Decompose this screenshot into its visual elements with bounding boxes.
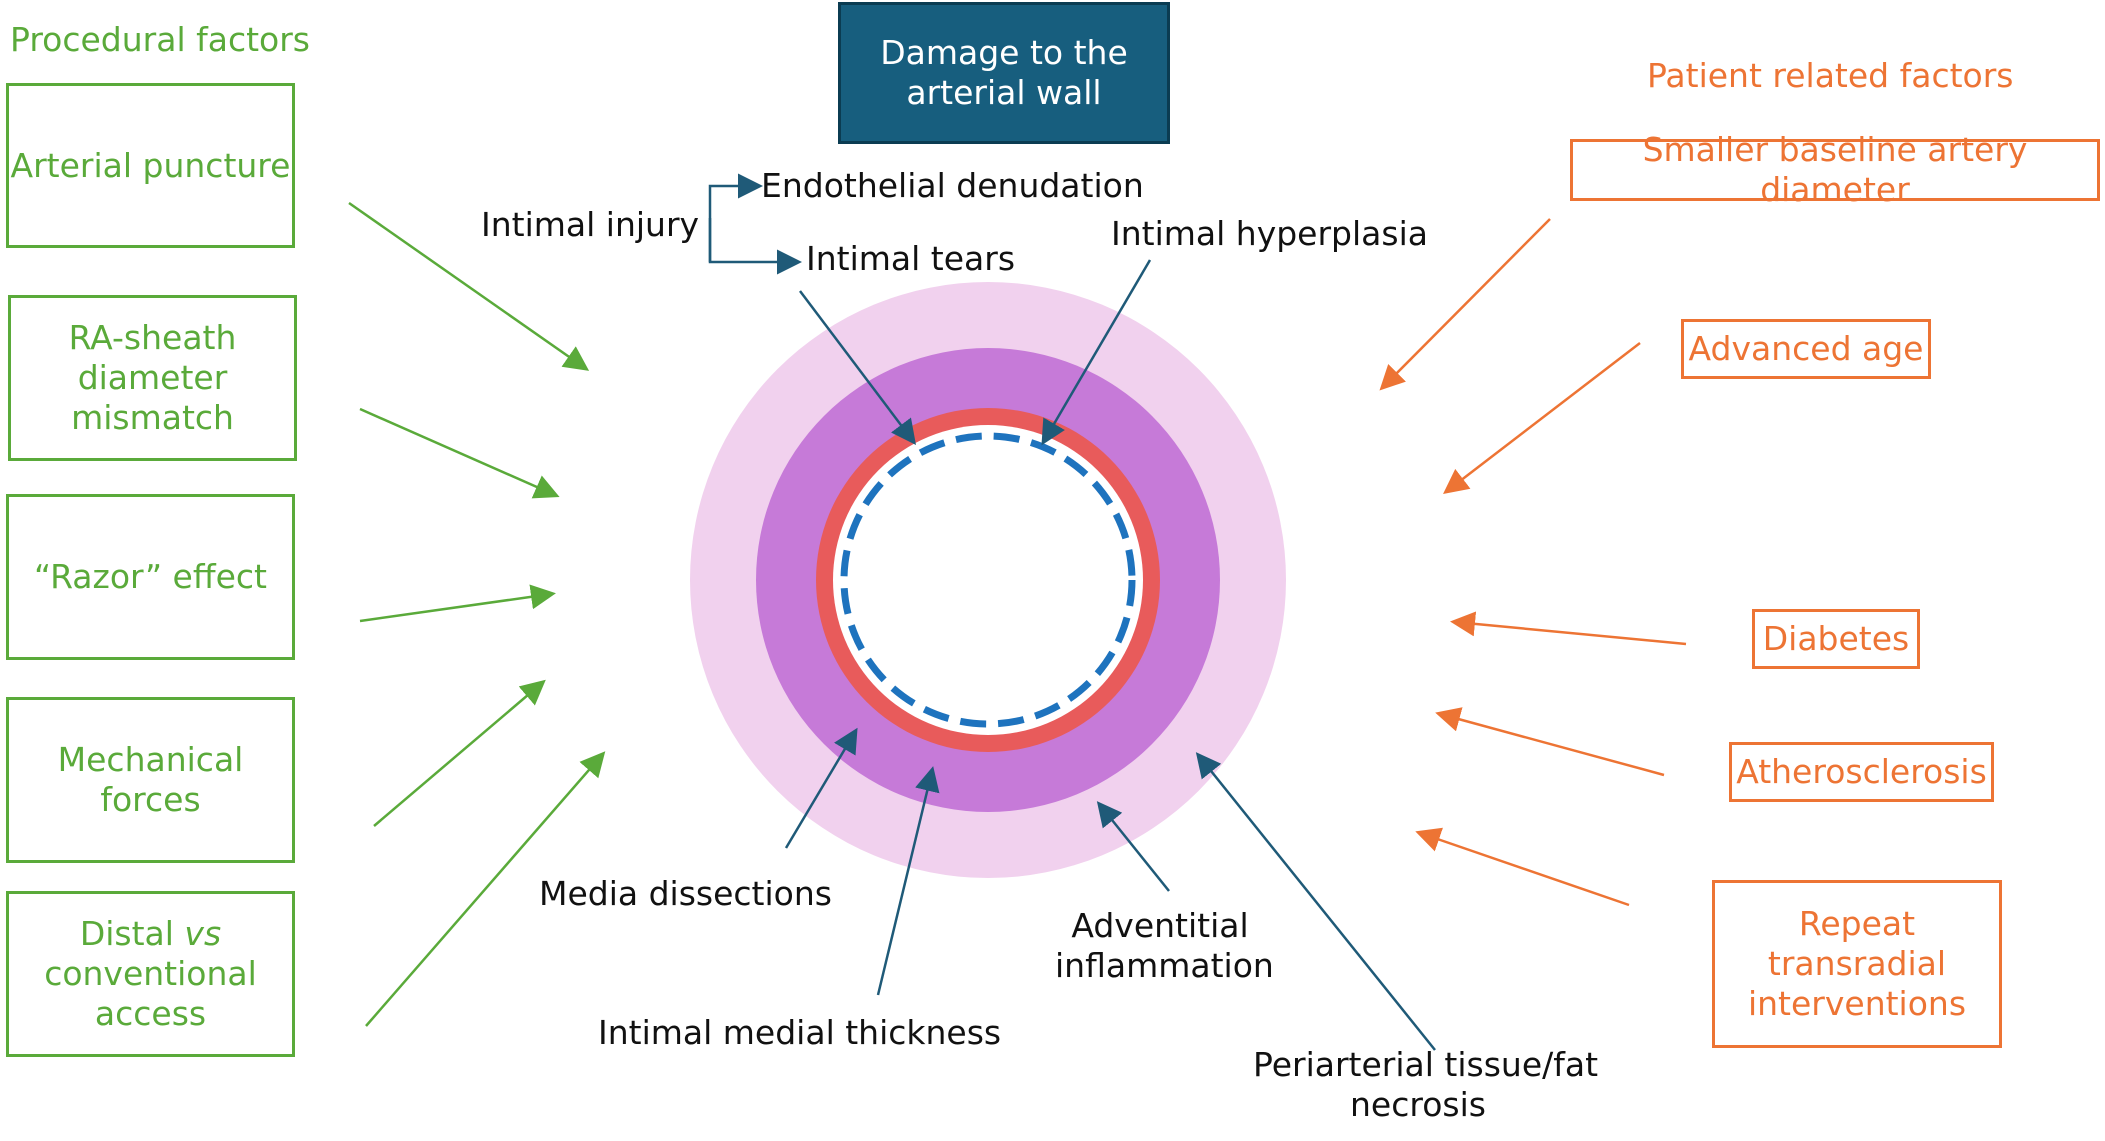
- arrow-repeat: [1415, 827, 1630, 907]
- pointer-arrows: [708, 173, 1436, 1051]
- arrow-advanced-age: [1443, 342, 1641, 495]
- periarterial-necrosis-label: Periarterial tissue/fat necrosis: [1253, 1045, 1599, 1125]
- patient-factors-heading: Patient related factors: [1647, 56, 2014, 95]
- arrow-ra-sheath: [359, 407, 560, 499]
- bracket-to-tears: [708, 218, 802, 275]
- arterial-puncture-box: Arterial puncture: [6, 83, 295, 248]
- atherosclerosis-label: Atherosclerosis: [1736, 752, 1987, 791]
- bracket-to-endothelial: [708, 173, 763, 262]
- media-dissections-label: Media dissections: [539, 874, 832, 913]
- periarterial-line-1: Periarterial tissue/fat: [1253, 1045, 1599, 1084]
- ra-sheath-line-3: mismatch: [71, 398, 234, 437]
- distal-access-line-1: Distal vs: [80, 914, 221, 954]
- arrow-razor: [359, 584, 556, 623]
- pointer-periarterial: [1195, 752, 1436, 1051]
- intimal-tears-label: Intimal tears: [806, 239, 1016, 278]
- smaller-diameter-label: Smaller baseline artery diameter: [1642, 130, 2028, 209]
- mechanical-forces-box: Mechanical forces: [6, 697, 295, 863]
- atherosclerosis-box: Atherosclerosis: [1729, 742, 1994, 802]
- mechanical-forces-line-1: Mechanical: [57, 740, 244, 779]
- arrow-smaller-diameter: [1379, 218, 1551, 391]
- advanced-age-label: Advanced age: [1688, 329, 1924, 368]
- adventitial-inflammation-label: Adventitial inflammation: [1055, 906, 1274, 986]
- pointer-intimal-medial: [876, 766, 940, 996]
- arrow-atherosclerosis: [1435, 707, 1665, 777]
- diabetes-box: Diabetes: [1752, 609, 1920, 669]
- arrow-arterial-puncture: [348, 201, 590, 371]
- procedural-arrows: [348, 201, 606, 1027]
- intimal-medial-thickness-label: Intimal medial thickness: [598, 1013, 1002, 1052]
- arrow-mechanical: [373, 679, 546, 827]
- title-line-1: Damage to the: [880, 33, 1128, 72]
- pointer-media-dissections: [784, 727, 858, 849]
- patient-arrows: [1379, 218, 1687, 907]
- ra-sheath-line-1: RA-sheath: [68, 318, 237, 357]
- pointer-intimal-tears: [799, 290, 917, 445]
- diabetes-label: Diabetes: [1762, 619, 1910, 658]
- adventitial-line-1: Adventitial: [1071, 906, 1249, 945]
- intimal-injury-label: Intimal injury: [481, 205, 700, 244]
- procedural-factors-heading: Procedural factors: [10, 20, 310, 59]
- advanced-age-box: Advanced age: [1681, 319, 1931, 379]
- title-line-2: arterial wall: [906, 73, 1102, 112]
- endothelial-denudation-label: Endothelial denudation: [761, 166, 1144, 205]
- periarterial-line-2: necrosis: [1350, 1085, 1486, 1124]
- distal-access-pre: Distal: [79, 914, 185, 953]
- title-box: Damage to the arterial wall: [838, 2, 1170, 144]
- razor-effect-box: “Razor” effect: [6, 494, 295, 660]
- distal-access-line-3: access: [94, 994, 207, 1033]
- mechanical-forces-line-2: forces: [100, 780, 201, 819]
- arrow-distal: [365, 751, 606, 1027]
- distal-access-italic: vs: [184, 914, 222, 953]
- razor-effect-label: “Razor” effect: [34, 557, 267, 596]
- arterial-puncture-label: Arterial puncture: [10, 145, 291, 185]
- smaller-diameter-box: Smaller baseline artery diameter: [1570, 130, 2100, 209]
- endothelium-dashed-ring: [840, 432, 1136, 728]
- distal-access-line-2: conventional: [44, 954, 257, 993]
- adventitial-line-2: inflammation: [1055, 946, 1274, 985]
- repeat-interventions-box: Repeat transradial interventions: [1712, 880, 2002, 1048]
- intimal-hyperplasia-label: Intimal hyperplasia: [1111, 214, 1428, 253]
- pointer-intimal-hyperplasia: [1041, 259, 1152, 446]
- pointer-adventitial: [1096, 801, 1170, 892]
- ra-sheath-box: RA-sheath diameter mismatch: [8, 295, 297, 461]
- distal-access-box: Distal vs conventional access: [6, 891, 295, 1057]
- artery-cross-section: [690, 282, 1286, 878]
- repeat-line-1: Repeat: [1798, 904, 1916, 943]
- repeat-line-2: transradial: [1767, 944, 1947, 983]
- lumen: [833, 425, 1143, 735]
- arrow-diabetes: [1450, 611, 1687, 646]
- repeat-line-3: interventions: [1747, 984, 1967, 1023]
- ra-sheath-line-2: diameter: [77, 358, 228, 397]
